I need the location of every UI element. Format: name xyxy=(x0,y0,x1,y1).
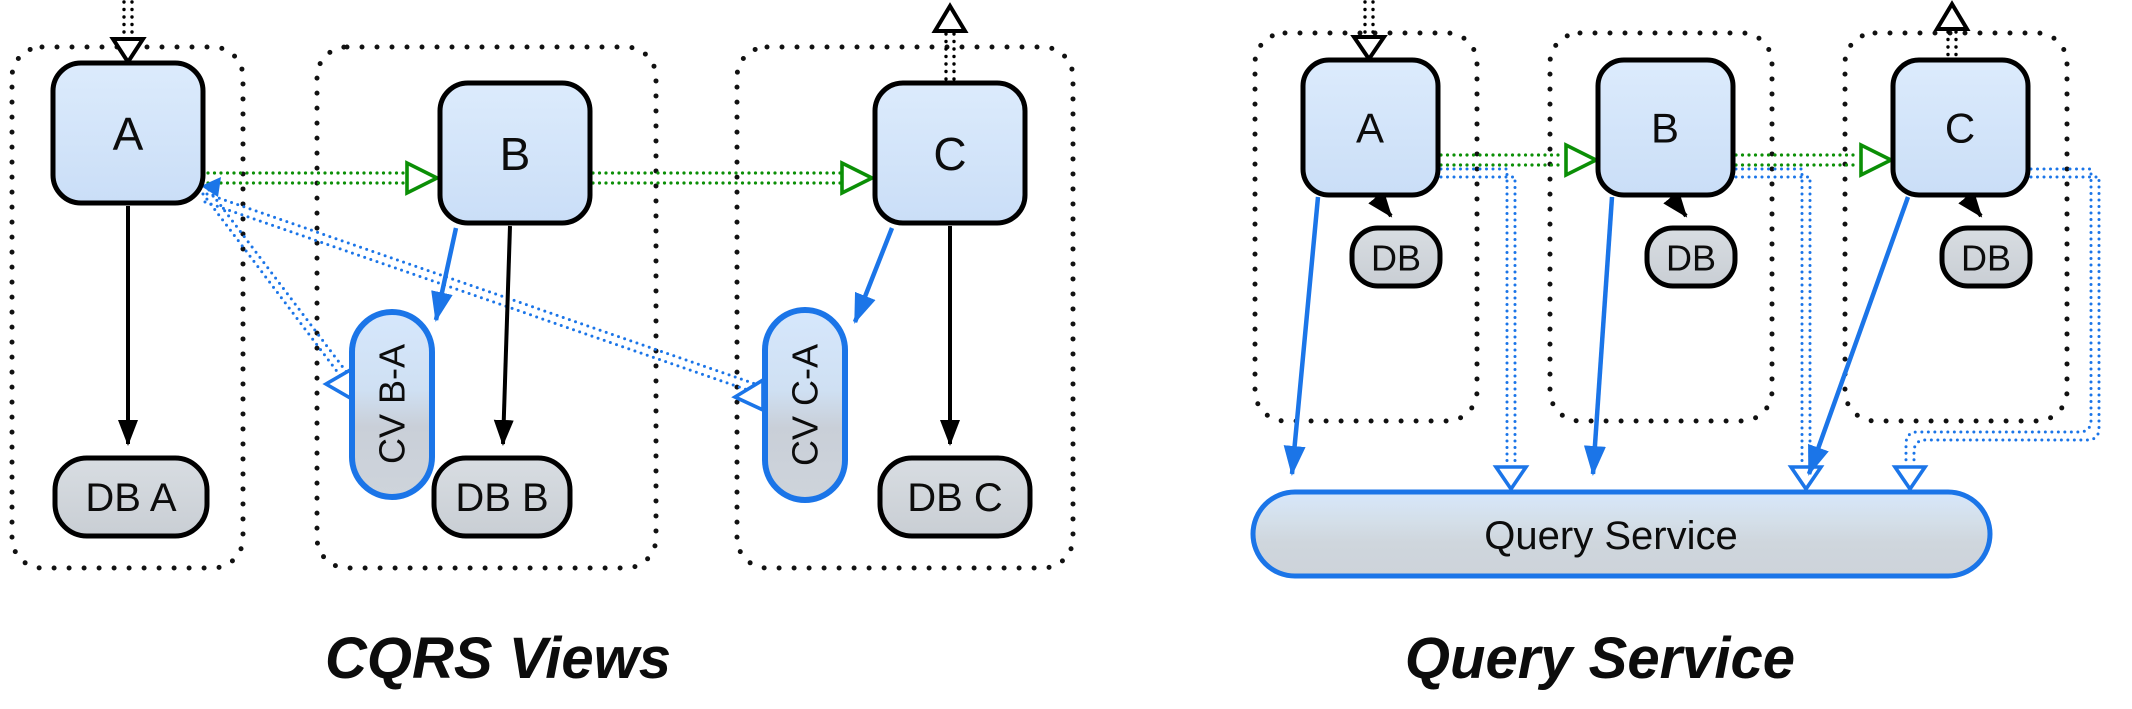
node-a: A xyxy=(50,60,206,206)
write-b-to-db xyxy=(493,225,514,446)
db-c-label: DB xyxy=(1961,238,2011,279)
stream-a-to-query-service xyxy=(1439,167,1530,493)
db-c-label: DB C xyxy=(907,476,1003,520)
service-a-boundary xyxy=(1252,30,1480,424)
node-c-label: C xyxy=(933,128,966,180)
node-b-label: B xyxy=(500,128,531,180)
outgoing-event-arrow xyxy=(1933,0,1971,59)
node-c: C xyxy=(872,80,1028,226)
db-b-label: DB xyxy=(1666,238,1716,279)
open-arrowhead-blue-icon xyxy=(731,376,765,413)
view-write-b-to-cvba xyxy=(431,227,459,322)
cqrs-views-diagram: A B C DB A DB B DB C CV B-A xyxy=(9,0,1076,691)
query-b-to-service xyxy=(1583,196,1615,476)
view-subscription-a-to-cvca xyxy=(203,192,765,413)
event-stream-b-to-c xyxy=(591,160,877,196)
write-b-to-db xyxy=(1663,190,1688,218)
blue-arrowhead-at-a-icon xyxy=(201,177,221,197)
open-arrowhead-green-icon xyxy=(840,160,877,196)
db-a-label: DB A xyxy=(85,476,176,520)
open-arrowhead-green-icon xyxy=(1564,142,1601,178)
open-arrowhead-green-icon xyxy=(1859,142,1896,178)
write-a-to-db xyxy=(1368,190,1393,218)
db-c: DB C xyxy=(877,455,1033,539)
db-c: DB xyxy=(1939,225,2033,289)
outgoing-event-arrow xyxy=(931,2,969,82)
node-a-label: A xyxy=(113,108,144,160)
query-c-to-service xyxy=(1806,196,1911,476)
event-stream-b-to-c xyxy=(1734,142,1896,178)
node-b: B xyxy=(437,80,593,226)
incoming-command-arrow xyxy=(109,0,147,66)
open-arrowhead-up-icon xyxy=(931,2,969,33)
query-service-bar: Query Service xyxy=(1250,489,1993,579)
incoming-command-arrow xyxy=(1350,0,1388,63)
view-write-c-to-cvca xyxy=(852,227,895,324)
open-arrowhead-down-icon xyxy=(1350,35,1388,63)
node-c: C xyxy=(1890,57,2031,198)
open-arrowhead-blue-icon xyxy=(322,365,354,403)
node-b: B xyxy=(1595,57,1736,198)
open-arrowhead-blue-down-icon xyxy=(1787,465,1825,493)
query-a-to-service xyxy=(1283,196,1321,476)
view-subscription-a-to-cvba xyxy=(201,188,354,403)
node-a-label: A xyxy=(1356,105,1384,152)
stream-c-to-query-service xyxy=(1891,167,2101,493)
node-b-label: B xyxy=(1651,105,1679,152)
service-c-boundary xyxy=(1842,30,2070,424)
view-cv-ba-label: CV B-A xyxy=(372,344,413,464)
view-cv-ca: CV C-A xyxy=(762,307,848,503)
write-c-to-db xyxy=(1958,190,1983,218)
view-cv-ca-label: CV C-A xyxy=(785,344,826,466)
db-a: DB A xyxy=(52,455,210,539)
event-stream-a-to-b xyxy=(206,160,442,196)
db-a-label: DB xyxy=(1371,238,1421,279)
db-b: DB xyxy=(1644,225,1738,289)
open-arrowhead-up-icon xyxy=(1933,0,1971,31)
db-a: DB xyxy=(1349,225,1443,289)
view-cv-ba: CV B-A xyxy=(349,309,435,500)
node-c-label: C xyxy=(1945,105,1975,152)
db-b-label: DB B xyxy=(455,476,548,520)
open-arrowhead-blue-down-icon xyxy=(1891,465,1929,493)
query-service-bar-label: Query Service xyxy=(1484,514,1737,558)
open-arrowhead-down-icon xyxy=(109,37,147,66)
service-c-boundary xyxy=(734,44,1076,571)
service-b-boundary xyxy=(1547,30,1775,424)
stream-b-to-query-service xyxy=(1734,167,1825,493)
service-a-boundary xyxy=(9,44,246,571)
event-stream-a-to-b xyxy=(1439,142,1601,178)
cqrs-views-caption: CQRS Views xyxy=(325,626,671,691)
node-a: A xyxy=(1300,57,1441,198)
service-b-boundary xyxy=(314,44,659,571)
query-service-caption: Query Service xyxy=(1405,626,1795,691)
open-arrowhead-blue-down-icon xyxy=(1492,465,1530,493)
db-b: DB B xyxy=(431,455,573,539)
query-service-diagram: A B C DB DB DB Query Service Query Servi xyxy=(1250,0,2101,691)
open-arrowhead-green-icon xyxy=(405,160,442,196)
